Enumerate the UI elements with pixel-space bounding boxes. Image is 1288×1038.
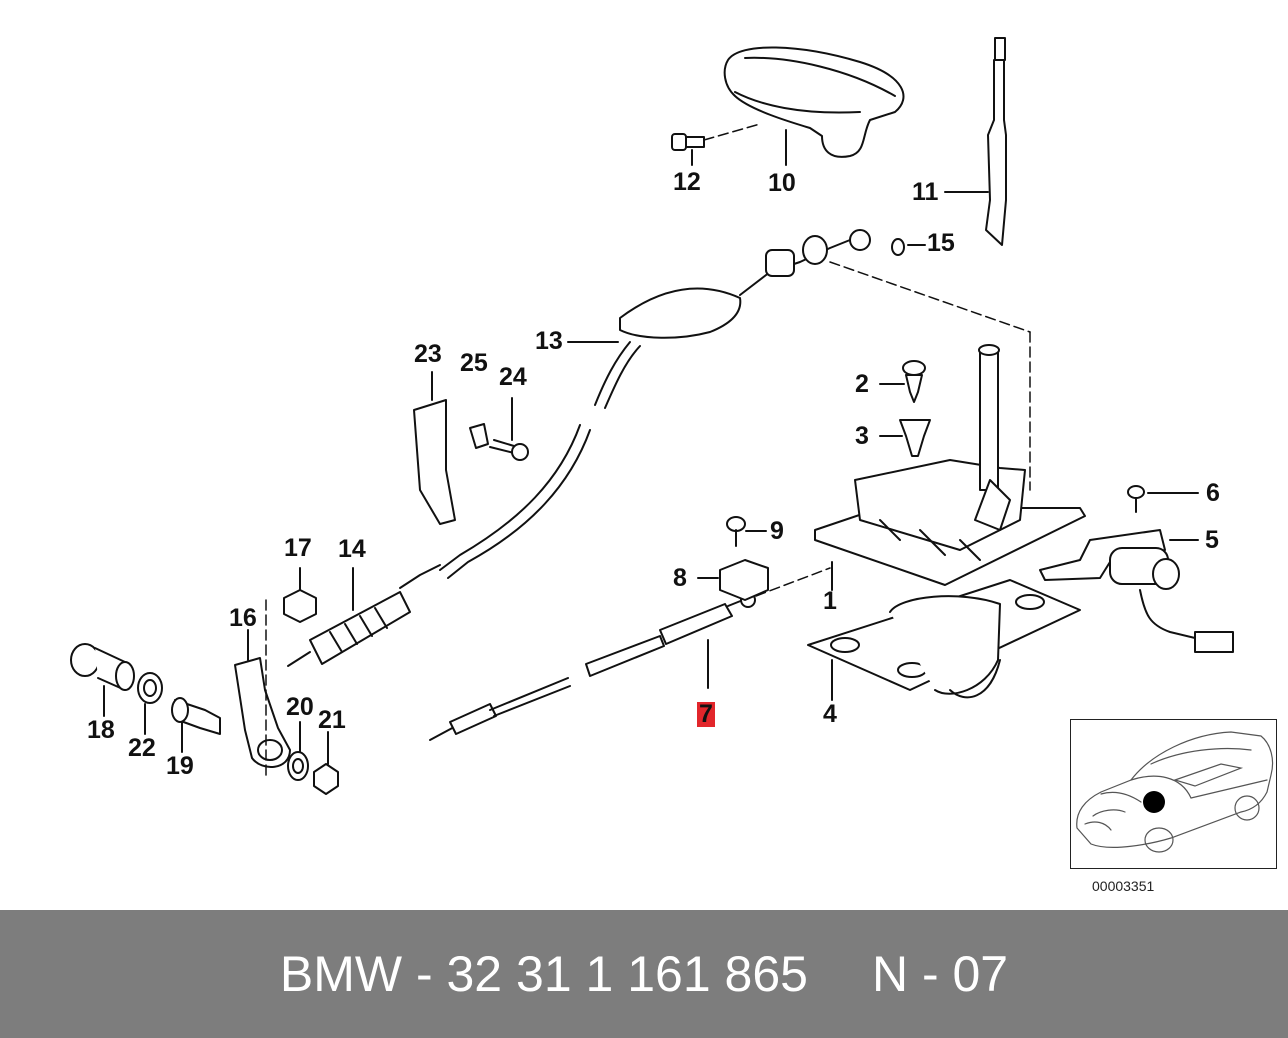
part-label-2: 2 xyxy=(855,370,869,398)
clip-part-25 xyxy=(469,423,489,449)
part-label-20: 20 xyxy=(286,693,314,721)
nut-part-21 xyxy=(313,731,339,795)
part-label-19: 19 xyxy=(166,752,194,780)
nut-part-15 xyxy=(849,229,926,256)
shift-knob-part-10 xyxy=(723,46,905,166)
pin-part-19 xyxy=(171,697,221,753)
screw-part-6 xyxy=(1127,485,1199,513)
part-label-5: 5 xyxy=(1205,526,1219,554)
part-label-8: 8 xyxy=(673,564,687,592)
selector-rod-part-11 xyxy=(944,37,1007,246)
car-outline-icon xyxy=(1076,731,1274,853)
shift-housing-part-1 xyxy=(814,344,1086,591)
nut-part-17 xyxy=(283,567,317,623)
part-label-25: 25 xyxy=(460,349,488,377)
screw-part-2 xyxy=(879,360,926,403)
footer-caption: BMW - 32 31 1 161 865 N - 07 xyxy=(0,910,1288,1038)
part-label-21: 21 xyxy=(318,706,346,734)
part-label-9: 9 xyxy=(770,517,784,545)
part-label-24: 24 xyxy=(499,363,527,391)
part-label-3: 3 xyxy=(855,422,869,450)
vehicle-location-inset xyxy=(1070,719,1277,869)
variant-code-text: N - 07 xyxy=(871,946,1009,1002)
part-label-14: 14 xyxy=(338,535,366,563)
part-label-11: 11 xyxy=(912,178,939,206)
part-number-text: BMW - 32 31 1 161 865 xyxy=(279,946,808,1002)
footer-bar: BMW - 32 31 1 161 865 N - 07 xyxy=(0,910,1288,1038)
part-label-22: 22 xyxy=(128,734,156,762)
bolt-part-24 xyxy=(489,397,529,461)
washer-part-22 xyxy=(137,672,163,735)
part-label-10: 10 xyxy=(768,169,796,197)
base-plate-part-4 xyxy=(807,579,1081,701)
clip-part-3 xyxy=(879,419,931,457)
screw-part-12 xyxy=(671,123,761,166)
part-label-7-highlighted: 7 xyxy=(697,700,715,728)
exploded-parts-diagram xyxy=(70,37,1234,795)
part-label-17: 17 xyxy=(284,534,312,562)
clamp-part-8 xyxy=(697,559,769,601)
diagram-reference-code: 00003351 xyxy=(1092,878,1155,894)
part-label-4: 4 xyxy=(823,700,837,728)
cable-end-part-14 xyxy=(287,567,411,667)
lever-part-16 xyxy=(234,599,291,781)
switch-part-5 xyxy=(1039,529,1234,653)
bolt-part-18 xyxy=(70,643,135,717)
bracket-part-23 xyxy=(413,371,456,525)
part-label-6: 6 xyxy=(1206,479,1220,507)
cable-bellows-part-13 xyxy=(399,235,1031,589)
part-label-13: 13 xyxy=(535,327,563,355)
part-label-23: 23 xyxy=(414,340,442,368)
washer-part-20 xyxy=(287,721,309,781)
selector-cable-part-7 xyxy=(429,567,831,741)
part-label-12: 12 xyxy=(673,168,701,196)
location-marker-icon xyxy=(1143,791,1165,813)
part-label-16: 16 xyxy=(229,604,257,632)
bolt-part-9 xyxy=(726,516,767,547)
part-label-18: 18 xyxy=(87,716,115,744)
part-label-1: 1 xyxy=(823,587,837,615)
part-label-15: 15 xyxy=(927,229,955,257)
